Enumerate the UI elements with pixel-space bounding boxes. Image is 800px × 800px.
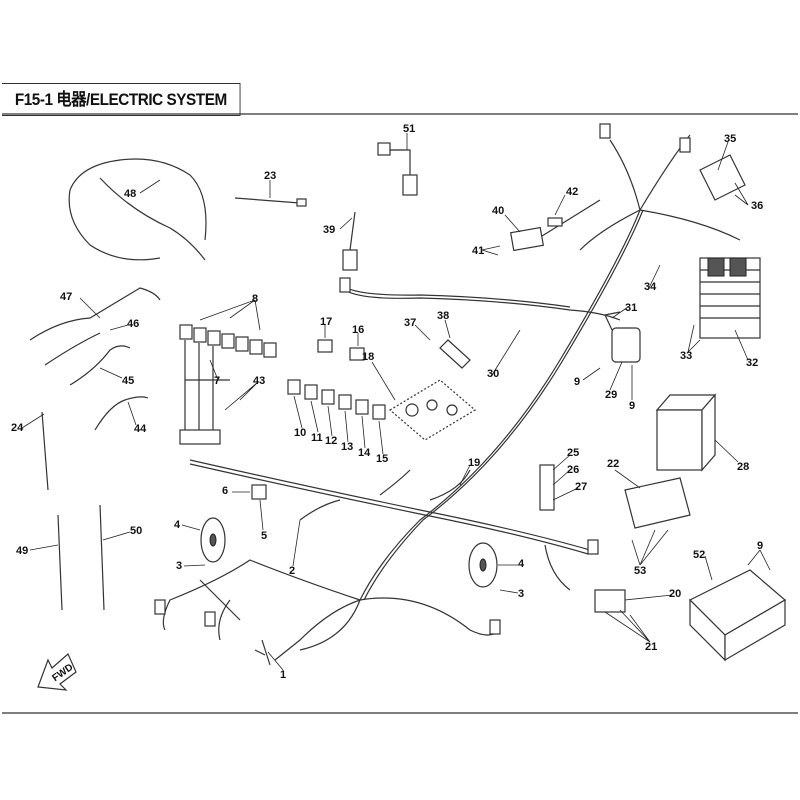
part-35-bracket [699, 154, 746, 201]
part-16 [349, 347, 365, 361]
wire-23 [234, 197, 301, 204]
callout-31: 31 [625, 302, 637, 314]
callout-5: 5 [261, 530, 267, 542]
callout-22: 22 [607, 458, 619, 470]
callout-40: 40 [492, 205, 504, 217]
callout-12: 12 [325, 435, 337, 447]
part-51-sensor [377, 142, 418, 196]
callout-13: 13 [341, 441, 353, 453]
cable-tie-49 [57, 514, 63, 611]
callout-17: 17 [320, 316, 332, 328]
callout-29: 29 [605, 389, 617, 401]
callout-52: 52 [693, 549, 705, 561]
callout-18: 18 [362, 351, 374, 363]
part-39-sensor [342, 211, 358, 271]
callout-36: 36 [751, 200, 763, 212]
callout-9b: 9 [629, 400, 635, 412]
wire-47 [29, 287, 161, 341]
part-52-ecu [688, 569, 787, 662]
frame-border [2, 113, 798, 714]
leader-lines [21, 133, 771, 671]
callout-38: 38 [437, 310, 449, 322]
callout-3b: 3 [518, 588, 524, 600]
callout-50: 50 [130, 525, 142, 537]
horn-right [468, 542, 498, 588]
part-38-sensor [439, 339, 471, 369]
main-wiring-harness [154, 123, 741, 661]
part-28-battery [655, 393, 717, 472]
part-29-starter-relay [604, 311, 641, 363]
harness-48 [68, 158, 207, 261]
callout-28: 28 [737, 461, 749, 473]
callout-1: 1 [280, 669, 286, 681]
callout-21: 21 [645, 641, 657, 653]
callout-25: 25 [567, 447, 579, 459]
callout-10: 10 [294, 427, 306, 439]
callout-7: 7 [214, 375, 220, 387]
wire-44 [94, 396, 149, 431]
callout-47: 47 [60, 291, 72, 303]
callout-37: 37 [404, 317, 416, 329]
callout-16: 16 [352, 324, 364, 336]
part-40-relay [509, 199, 601, 252]
forward-direction-arrow: FWD [37, 653, 77, 691]
callout-41: 41 [472, 245, 484, 257]
wire-46 [44, 332, 101, 366]
callout-49: 49 [16, 545, 28, 557]
callout-labels: 51 48 23 39 42 40 41 35 36 34 31 32 33 4… [11, 123, 763, 681]
part-22-module [624, 477, 691, 529]
part-17 [317, 339, 333, 353]
callout-51: 51 [403, 123, 415, 135]
callout-6: 6 [222, 485, 228, 497]
callout-24: 24 [11, 422, 24, 434]
callout-4b: 4 [518, 558, 525, 570]
callout-14: 14 [358, 447, 371, 459]
callout-46: 46 [127, 318, 139, 330]
callout-19: 19 [468, 457, 480, 469]
part-20 [594, 589, 626, 613]
cable-tie-50 [99, 504, 105, 611]
callout-4a: 4 [174, 519, 181, 531]
callout-27: 27 [575, 481, 587, 493]
callout-43: 43 [253, 375, 265, 387]
part-1-sensor [254, 639, 271, 666]
callout-15: 15 [376, 453, 388, 465]
callout-53: 53 [634, 565, 646, 577]
callout-39: 39 [323, 224, 335, 236]
parts-25-27 [539, 464, 555, 511]
wire-45 [69, 345, 131, 386]
cable-tie-24 [41, 411, 49, 491]
part-32-regulator [699, 257, 761, 339]
callout-9a: 9 [574, 376, 580, 388]
callout-48: 48 [124, 188, 136, 200]
callout-8: 8 [252, 293, 258, 305]
fuse-relay-block [179, 324, 277, 445]
callout-30: 30 [487, 368, 499, 380]
callout-32: 32 [746, 357, 758, 369]
callout-20: 20 [669, 588, 681, 600]
part-18-kit [388, 379, 477, 441]
callout-23: 23 [264, 170, 276, 182]
horn-left [200, 517, 226, 563]
callout-34: 34 [644, 281, 657, 293]
callout-42: 42 [566, 186, 578, 198]
callout-11: 11 [311, 432, 323, 444]
callout-9c: 9 [757, 540, 763, 552]
diagram-title: F15-1 电器/ELECTRIC SYSTEM [2, 83, 241, 116]
callout-26: 26 [567, 464, 579, 476]
part-6 [251, 484, 267, 500]
callout-45: 45 [122, 375, 134, 387]
relays-10-15 [287, 379, 386, 420]
callout-3a: 3 [176, 560, 182, 572]
callout-2: 2 [289, 565, 295, 577]
wire-23-connector [296, 198, 307, 207]
callout-44: 44 [134, 423, 147, 435]
callout-33: 33 [680, 350, 692, 362]
callout-35: 35 [724, 133, 736, 145]
